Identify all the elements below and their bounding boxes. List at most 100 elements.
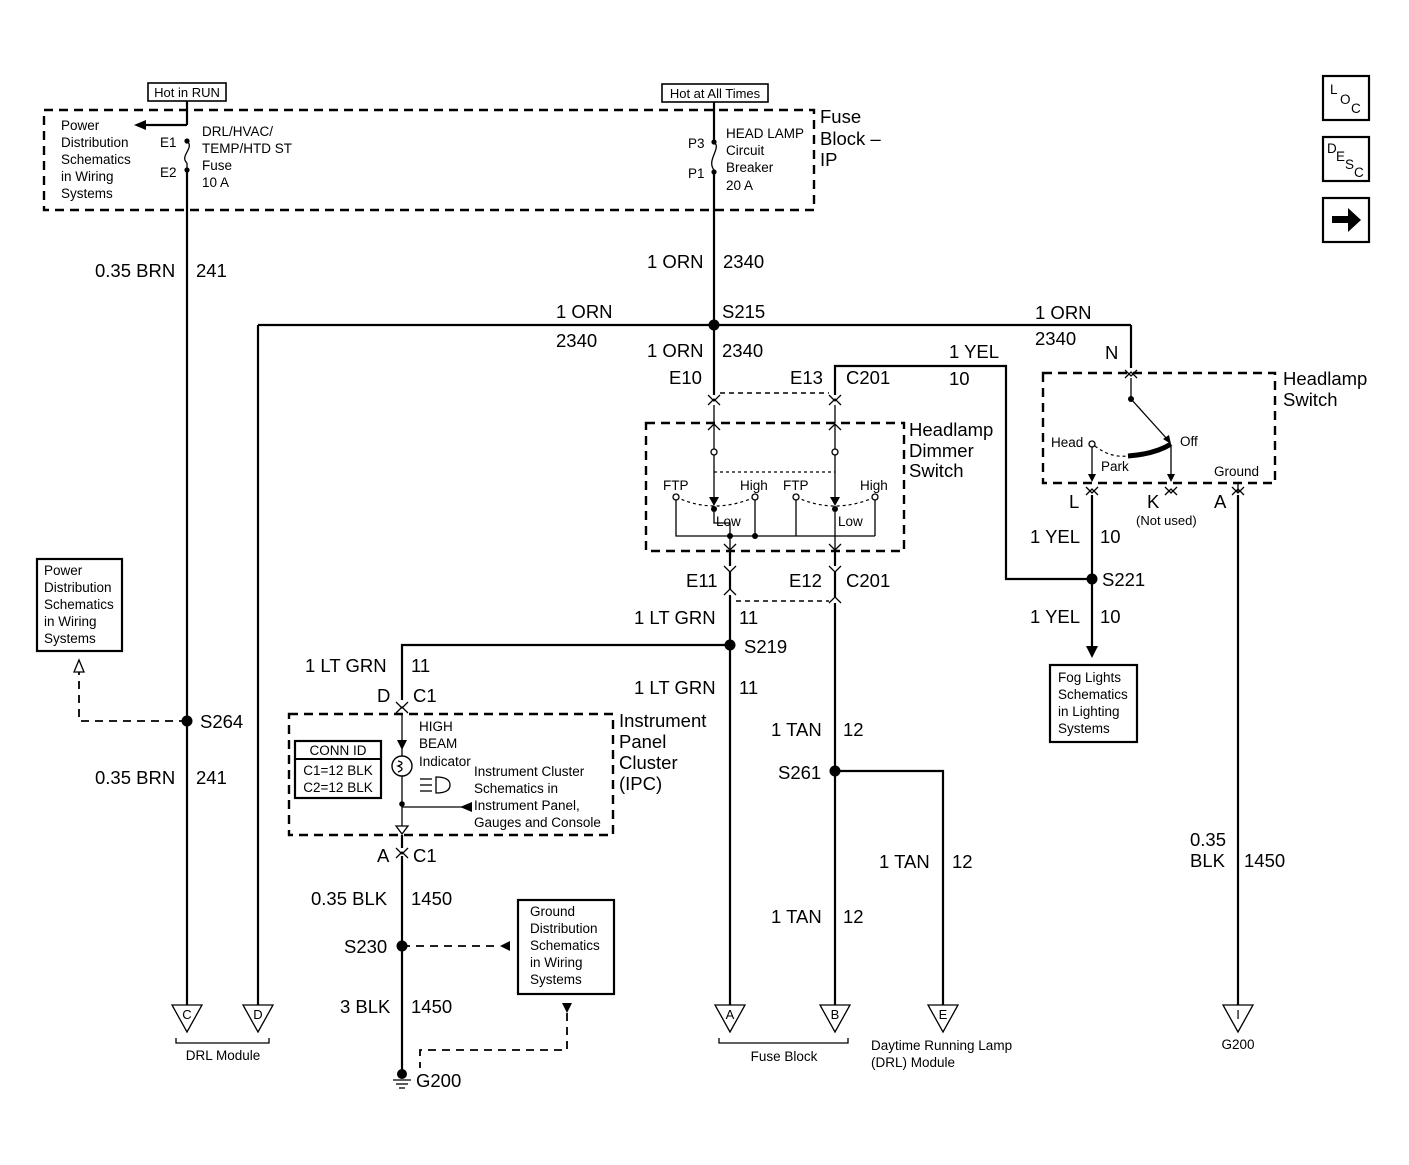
switch-position-label: Low <box>838 514 863 529</box>
fuse-block-label-2: Block – <box>820 128 881 149</box>
svg-text:P3: P3 <box>688 136 705 151</box>
loc-letter: O <box>1340 92 1351 107</box>
wire-label: 12 <box>952 851 973 872</box>
switch-position-label: High <box>860 478 888 493</box>
wire-label: 12 <box>843 719 864 740</box>
connector-id-table: CONN ID C1=12 BLK C2=12 BLK <box>293 739 383 800</box>
wire-label: 241 <box>196 767 227 788</box>
terminal-c: C <box>170 1004 204 1034</box>
arrow-left-icon <box>500 941 510 951</box>
ground-g200-icon <box>393 1069 411 1089</box>
ground-distribution-ref: Ground Distribution Schematics in Wiring… <box>516 898 616 996</box>
switch-position-label: High <box>740 478 768 493</box>
pin-label: N <box>1105 342 1118 363</box>
instrument-panel-cluster-outline <box>287 712 615 837</box>
svg-text:Systems: Systems <box>530 972 582 987</box>
wire-label: 1 YEL <box>1030 606 1080 627</box>
wire-label: 1 YEL <box>949 341 999 362</box>
next-button[interactable] <box>1321 196 1371 244</box>
not-used-label: (Not used) <box>1136 513 1197 528</box>
svg-text:Fog Lights: Fog Lights <box>1058 670 1121 685</box>
loc-letter: L <box>1330 82 1338 97</box>
arrow-left-icon <box>134 120 146 130</box>
svg-text:Schematics: Schematics <box>530 938 600 953</box>
svg-text:B: B <box>831 1007 840 1022</box>
svg-text:CONN ID: CONN ID <box>310 743 367 758</box>
indicator-label: BEAM <box>419 736 457 751</box>
svg-text:Circuit: Circuit <box>726 143 765 158</box>
wire-label: 10 <box>1100 526 1121 547</box>
desc-letter: S <box>1345 157 1354 172</box>
svg-text:Power: Power <box>44 563 83 578</box>
switch-position-label: Head <box>1051 435 1083 450</box>
pin-label: A <box>1214 491 1227 512</box>
terminal-i: I <box>1221 1004 1255 1034</box>
svg-text:Instrument Panel,: Instrument Panel, <box>474 798 580 813</box>
headlamp-circuit-breaker: P3 P1 HEAD LAMP Circuit Breaker 20 A <box>688 110 804 193</box>
power-distribution-ref-1: Power Distribution Schematics in Wiring … <box>61 118 131 201</box>
wire-label: 11 <box>739 607 758 628</box>
switch-position-label: Ground <box>1214 464 1259 479</box>
wire-label: 1 YEL <box>1030 526 1080 547</box>
desc-letter: C <box>1354 165 1364 180</box>
switch-position-label: FTP <box>783 478 809 493</box>
svg-text:Systems: Systems <box>44 631 96 646</box>
dimmer-switch-label: Dimmer <box>909 440 974 461</box>
ground-label: G200 <box>1221 1037 1254 1052</box>
desc-letter: E <box>1336 149 1345 164</box>
wire-label: 1 ORN <box>647 251 704 272</box>
indicator-label: HIGH <box>419 719 453 734</box>
svg-text:20 A: 20 A <box>726 178 753 193</box>
drl-lamp-module-label: (DRL) Module <box>871 1055 955 1070</box>
pin-label: A <box>377 845 390 866</box>
svg-text:Gauges and Console: Gauges and Console <box>474 815 601 830</box>
hot-in-run-box: Hot in RUN <box>147 82 227 102</box>
desc-button[interactable]: D E S C <box>1321 135 1371 183</box>
svg-text:HEAD LAMP: HEAD LAMP <box>726 126 804 141</box>
instrument-cluster-schematics-ref: Instrument Cluster Schematics in Instrum… <box>474 764 601 830</box>
svg-text:Distribution: Distribution <box>530 921 598 936</box>
headlamp-switch-pins <box>1085 486 1245 496</box>
wire-label: BLK <box>1190 850 1226 871</box>
svg-text:C: C <box>182 1007 191 1022</box>
connector-label: E12 <box>789 570 822 591</box>
headlamp-switch-outline <box>1041 371 1277 485</box>
svg-text:TEMP/HTD ST: TEMP/HTD ST <box>202 141 292 156</box>
wire-label: 1 ORN <box>1035 302 1092 323</box>
svg-text:Hot at All Times: Hot at All Times <box>670 86 761 101</box>
svg-text:E: E <box>939 1007 948 1022</box>
wire-label: 1 LT GRN <box>634 607 716 628</box>
ipc-label: Instrument <box>619 710 706 731</box>
connector-label: E13 <box>790 367 823 388</box>
power-distribution-ref-2: Power Distribution Schematics in Wiring … <box>35 557 124 653</box>
wire-label: 11 <box>411 655 430 676</box>
wire-label: 10 <box>1100 606 1121 627</box>
drl-lamp-module-label: Daytime Running Lamp <box>871 1038 1012 1053</box>
dimmer-switch-label: Switch <box>909 460 964 481</box>
svg-text:Schematics: Schematics <box>61 152 131 167</box>
svg-text:C1=12 BLK: C1=12 BLK <box>303 763 372 778</box>
wire-label: 2340 <box>723 251 764 272</box>
splice-label: S264 <box>200 711 243 732</box>
connector-c201-top <box>707 392 842 406</box>
ipc-label: Cluster <box>619 752 678 773</box>
svg-text:in Wiring: in Wiring <box>530 955 583 970</box>
connector-label: C1 <box>413 685 437 706</box>
headlamp-switch-label: Switch <box>1283 389 1338 410</box>
svg-text:I: I <box>1236 1007 1240 1022</box>
loc-button[interactable]: L O C <box>1321 74 1371 122</box>
wire-label: 1450 <box>411 996 452 1017</box>
headlamp-dimmer-switch-outline <box>644 421 906 553</box>
switch-position-label: Low <box>716 514 741 529</box>
wire-label: 1 ORN <box>556 301 613 322</box>
indicator-label: Indicator <box>419 754 471 769</box>
svg-text:Schematics: Schematics <box>44 597 114 612</box>
pin-label: L <box>1069 491 1079 512</box>
loc-letter: C <box>1351 101 1361 116</box>
drl-module-label: DRL Module <box>186 1048 261 1063</box>
svg-text:Breaker: Breaker <box>726 160 774 175</box>
arrow-right-icon <box>1332 208 1361 232</box>
wire-label: 0.35 BRN <box>95 260 175 281</box>
svg-text:C2=12 BLK: C2=12 BLK <box>303 780 372 795</box>
splice-label: S261 <box>778 762 821 783</box>
